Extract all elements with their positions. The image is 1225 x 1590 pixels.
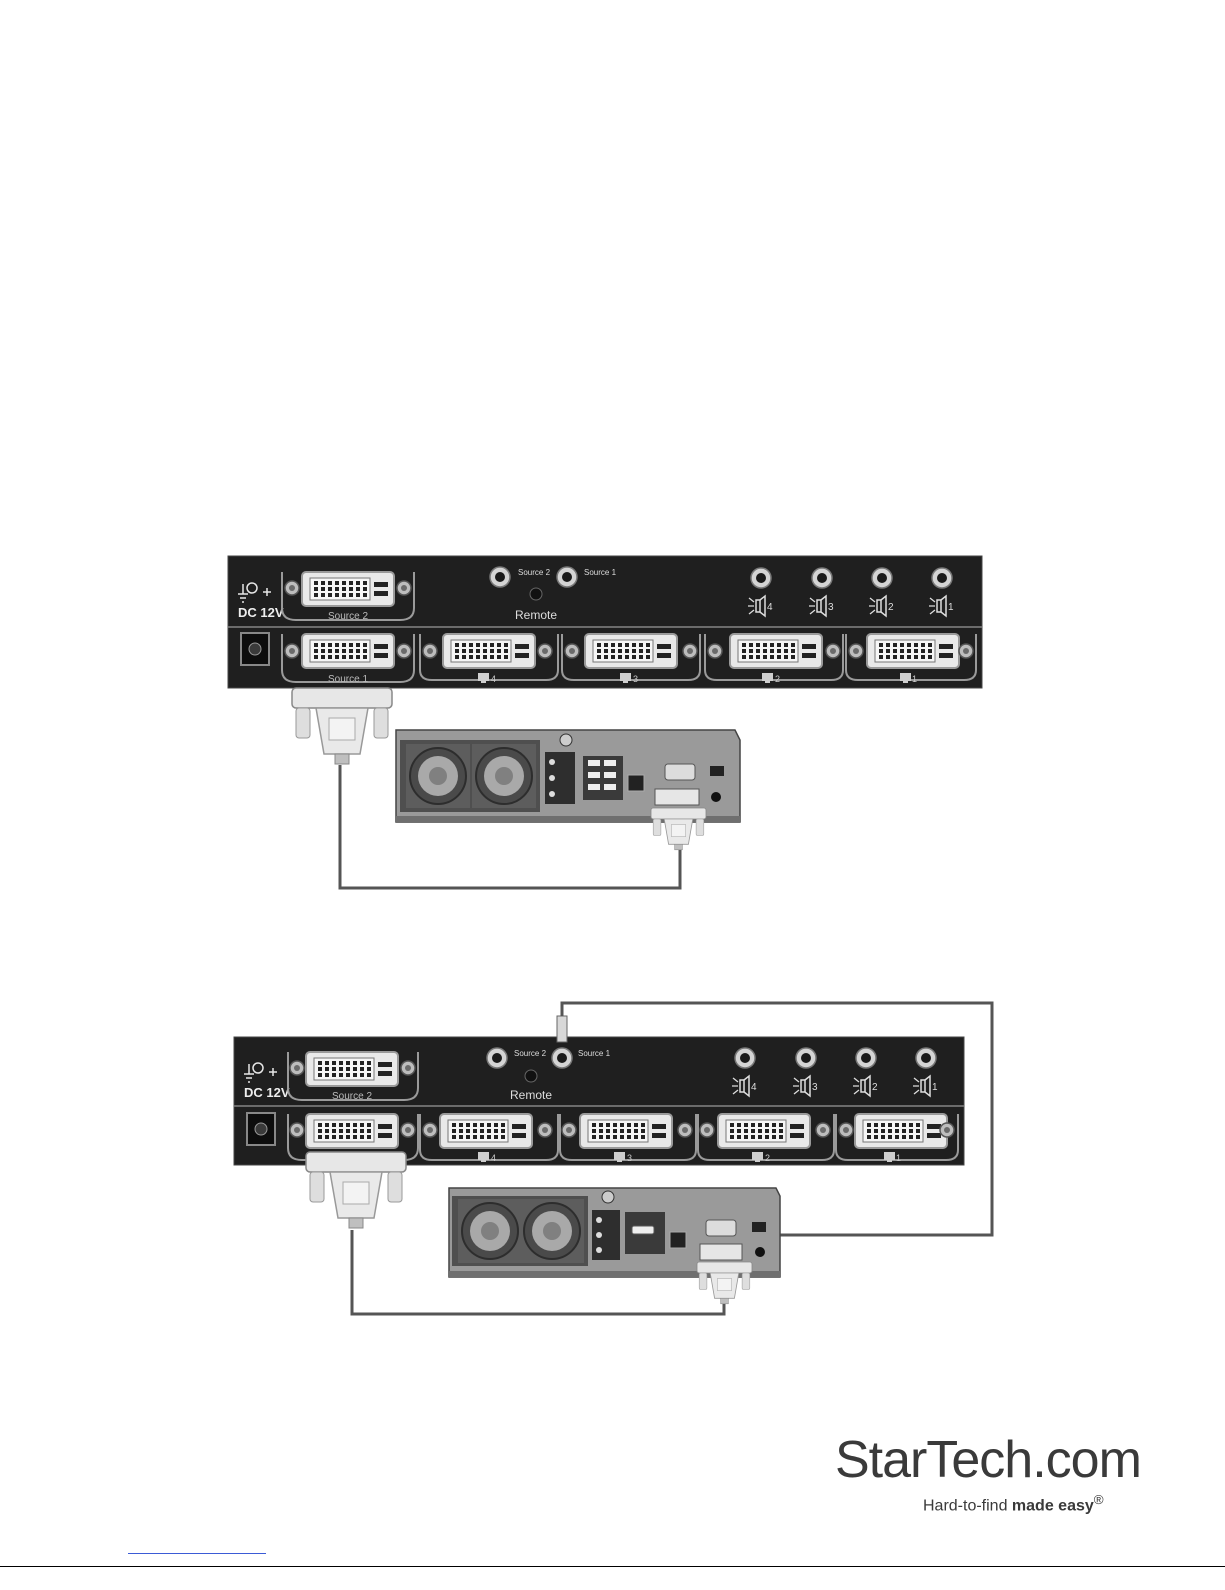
power-label: DC 12V [238, 605, 284, 620]
audio-out-3[interactable] [812, 568, 832, 588]
audio-jack-source1[interactable] [557, 567, 577, 587]
diagram-2: DC 12V Source 2 Source 2 Source 1 Remote… [234, 1003, 992, 1314]
startech-logo: StarTech.com Hard-to-find made easy® [835, 1430, 1115, 1520]
logo-tagline: Hard-to-find made easy® [923, 1492, 1104, 1515]
audio-out-4[interactable] [735, 1048, 755, 1068]
audio-out-label-3: 3 [828, 602, 834, 613]
jack-source2-label: Source 2 [518, 568, 551, 577]
dvi-port-source2[interactable] [290, 1052, 415, 1086]
remote-label: Remote [510, 1088, 552, 1102]
footer-link-underline[interactable] [128, 1553, 266, 1554]
output-label-4: 4 [491, 674, 496, 684]
audio-out-label-1: 1 [932, 1082, 938, 1093]
audio-jack-source2[interactable] [487, 1048, 507, 1068]
jack-source1-label: Source 1 [584, 568, 617, 577]
power-label: DC 12V [244, 1085, 290, 1100]
audio-out-2[interactable] [856, 1048, 876, 1068]
audio-jack-source1[interactable] [552, 1048, 572, 1068]
footer-rule [0, 1566, 1225, 1567]
audio-out-label-1: 1 [948, 602, 954, 613]
remote-jack[interactable] [530, 588, 542, 600]
remote-label: Remote [515, 608, 557, 622]
audio-out-label-3: 3 [812, 1082, 818, 1093]
audio-out-2[interactable] [872, 568, 892, 588]
audio-out-label-4: 4 [751, 1082, 757, 1093]
audio-out-label-2: 2 [888, 602, 894, 613]
source2-label: Source 2 [328, 611, 368, 622]
tagline-prefix: Hard-to-find [923, 1497, 1012, 1514]
output-label-4: 4 [491, 1153, 496, 1163]
source1-label: Source 1 [328, 674, 368, 685]
output-label-2: 2 [765, 1153, 770, 1163]
audio-out-3[interactable] [796, 1048, 816, 1068]
diagram-1: DC 12V Source 2 Source 2 Source 1 Remote… [228, 556, 982, 888]
output-label-2: 2 [775, 674, 780, 684]
output-label-3: 3 [627, 1153, 632, 1163]
audio-out-label-4: 4 [767, 602, 773, 613]
jack-source2-label: Source 2 [514, 1049, 547, 1058]
remote-jack[interactable] [525, 1070, 537, 1082]
audio-plug-icon [557, 1016, 567, 1042]
audio-jack-source2[interactable] [490, 567, 510, 587]
output-label-1: 1 [896, 1153, 901, 1163]
audio-out-label-2: 2 [872, 1082, 878, 1093]
audio-out-1[interactable] [932, 568, 952, 588]
registered-mark: ® [1094, 1492, 1104, 1507]
dvi-cable-icon [306, 1152, 406, 1228]
dvi-cable-icon [292, 688, 392, 764]
jack-source1-label: Source 1 [578, 1049, 611, 1058]
audio-out-1[interactable] [916, 1048, 936, 1068]
tagline-bold: made easy [1012, 1497, 1094, 1514]
output-label-1: 1 [912, 674, 917, 684]
audio-out-4[interactable] [751, 568, 771, 588]
source2-label: Source 2 [332, 1091, 372, 1102]
dvi-port-source1[interactable] [285, 634, 411, 668]
logo-wordmark: StarTech.com [835, 1430, 1141, 1490]
output-label-3: 3 [633, 674, 638, 684]
dvi-port-source2[interactable] [285, 572, 411, 606]
dvi-port-source1[interactable] [290, 1114, 415, 1148]
